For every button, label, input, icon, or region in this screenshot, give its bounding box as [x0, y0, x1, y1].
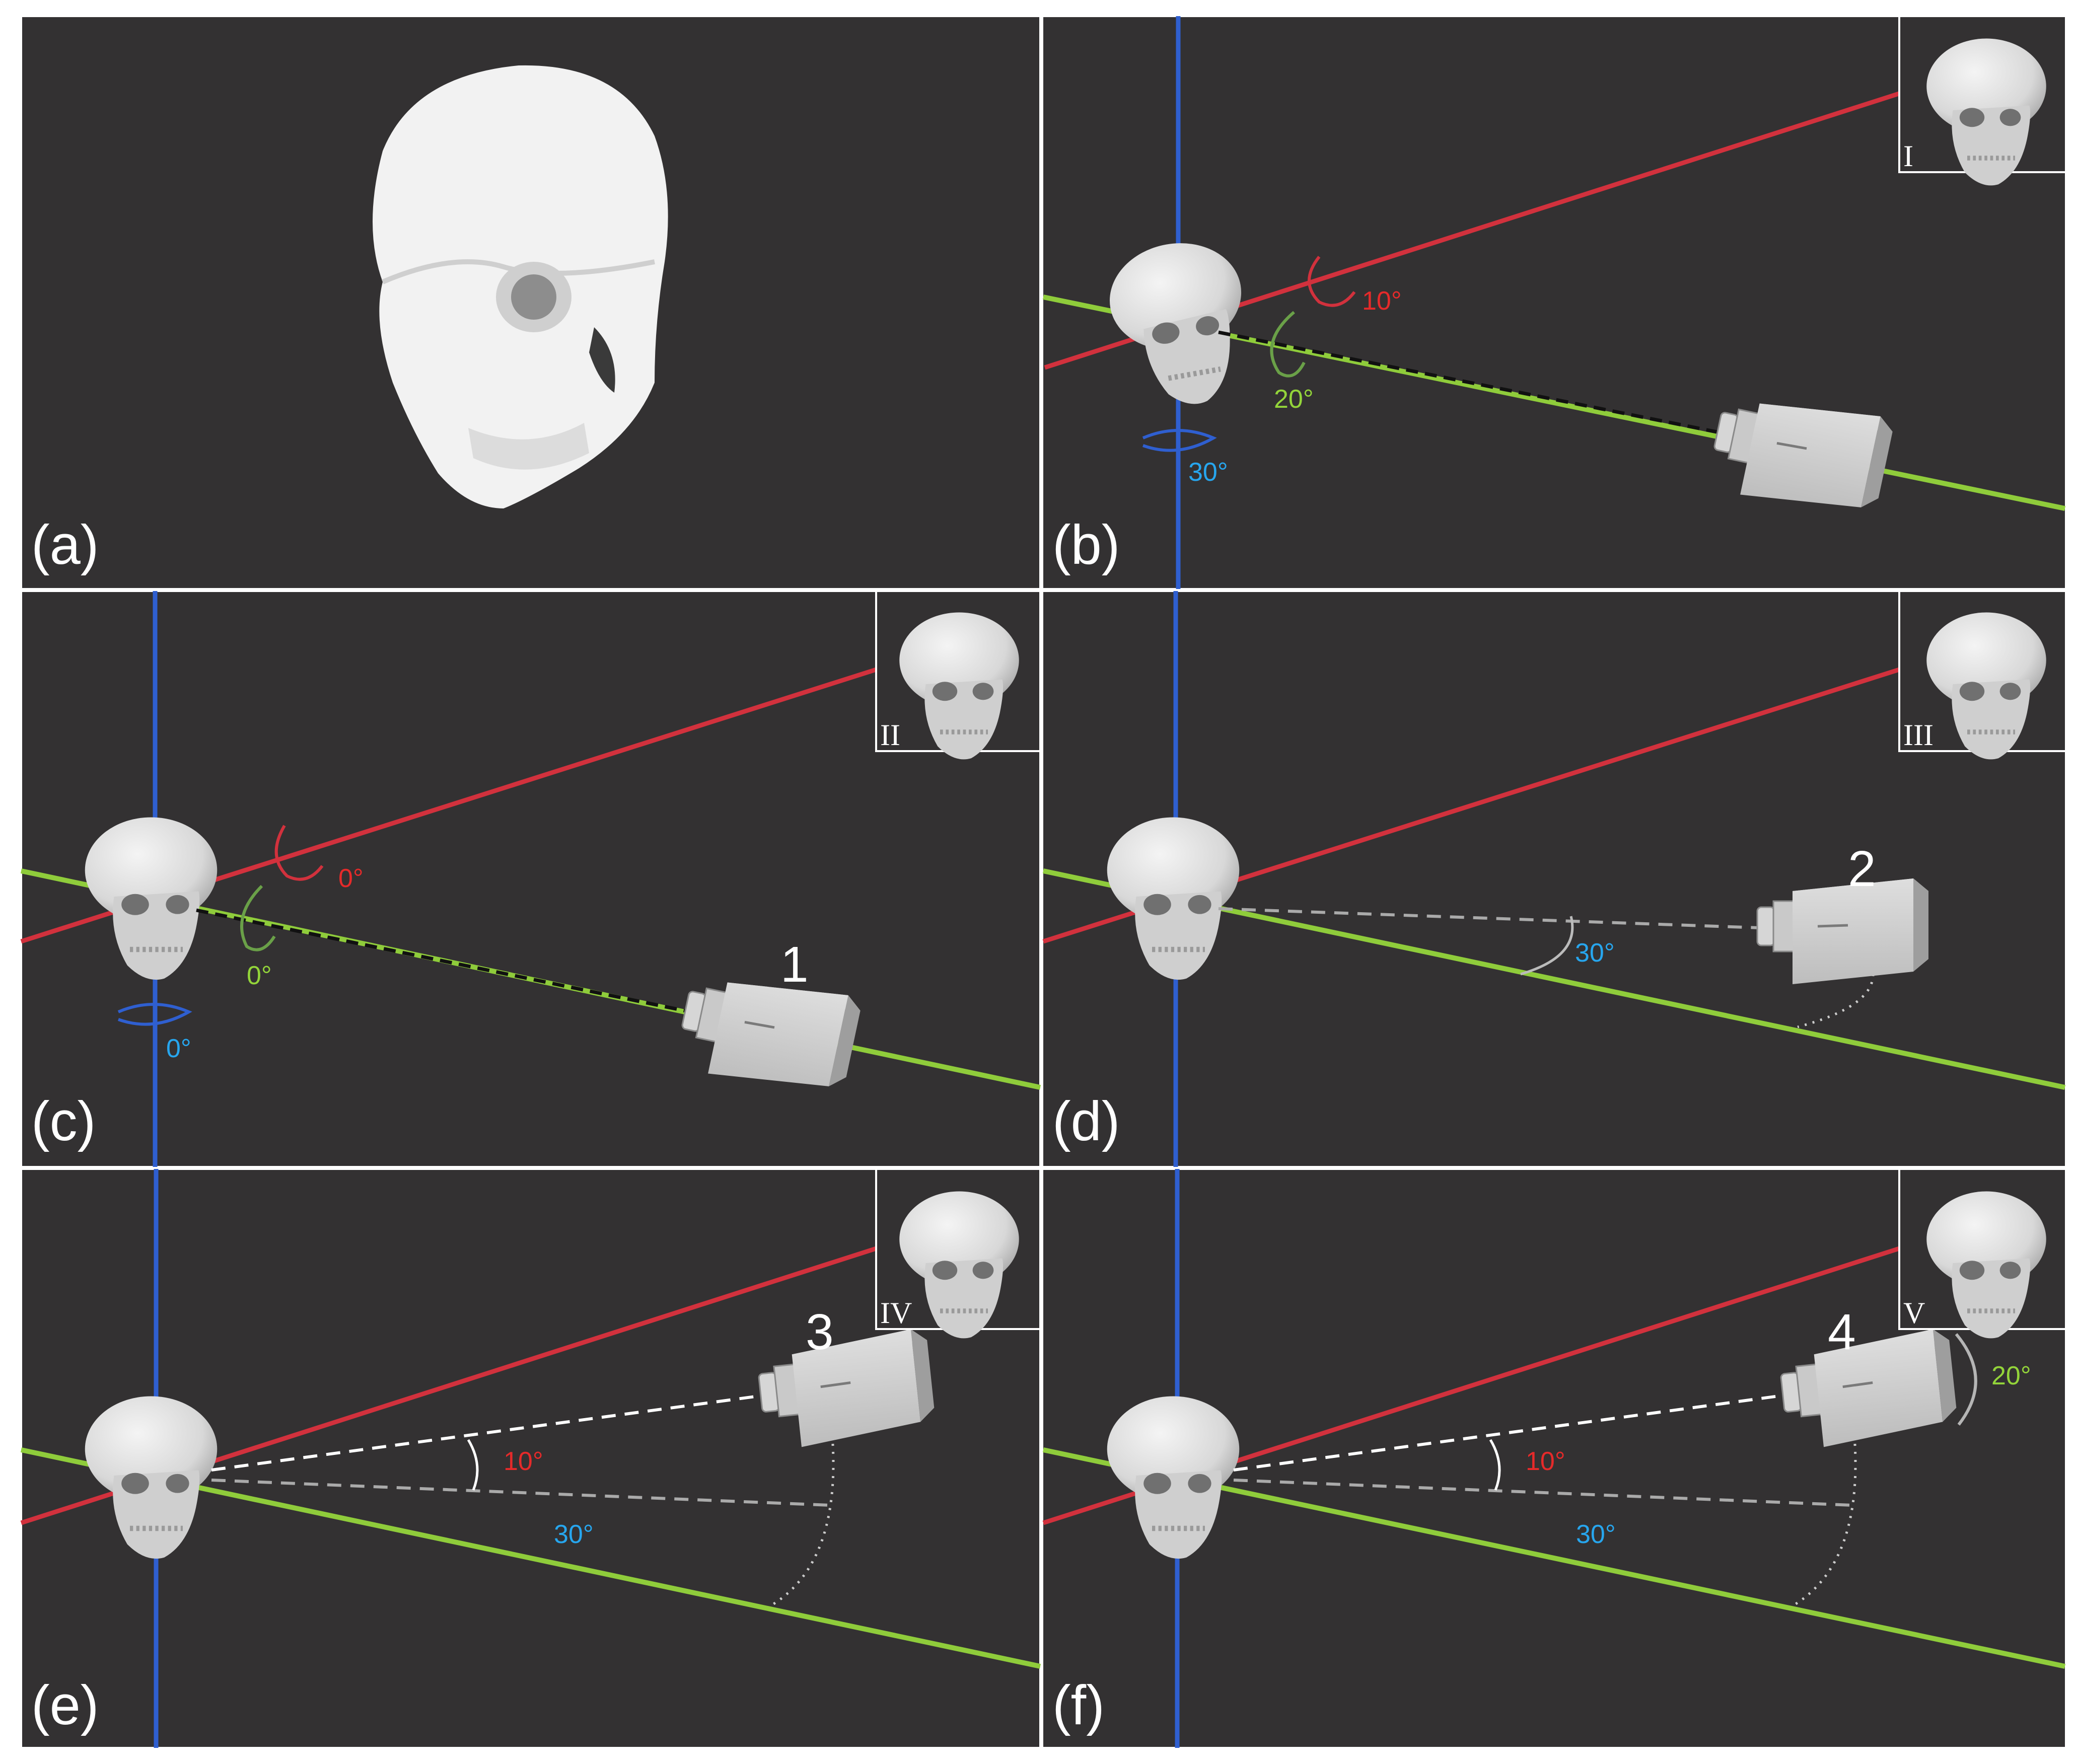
azimuth-arc: [1520, 916, 1574, 976]
camera-number: 1: [780, 936, 809, 993]
x-angle-label: 10°: [1526, 1447, 1565, 1476]
elevation-arc: [467, 1439, 479, 1491]
inset-label: II: [880, 718, 900, 752]
x-rotation-arrow: [274, 825, 324, 881]
z-angle-label: 0°: [166, 1034, 191, 1063]
inset-view: V: [1898, 1168, 2067, 1338]
x-angle-label: 0°: [338, 864, 364, 893]
view-ray: [196, 908, 715, 1019]
elevation-arc: [1489, 1439, 1501, 1491]
x-angle-label: 10°: [504, 1447, 543, 1476]
z-rotation-arrow: [1142, 429, 1217, 452]
ground-ray: [1233, 1479, 1853, 1507]
z-angle-label: 30°: [1188, 458, 1228, 487]
panel-f: 10° 30° 20° 4 V (f): [1041, 1168, 2067, 1749]
z-rotation-arrow: [117, 1003, 192, 1026]
view-ray: [1218, 907, 1788, 930]
x-rotation-arrow: [1308, 256, 1356, 307]
inset-label: IV: [880, 1296, 912, 1330]
y-angle-label: 0°: [247, 961, 272, 990]
view-ray: [1233, 1393, 1791, 1472]
inset-view: IV: [875, 1168, 1041, 1338]
inset-view: I: [1898, 15, 2067, 185]
panel-label: (f): [1052, 1674, 1105, 1736]
skull-render-large: [373, 65, 668, 509]
roll-rotation-arrow: [1955, 1333, 1977, 1426]
inset-view: II: [875, 590, 1041, 759]
camera-number: 3: [806, 1304, 834, 1360]
panel-label: (d): [1052, 1090, 1120, 1152]
panel-b: 10° 20° 30° I (b): [1041, 15, 2067, 590]
view-ray: [1218, 330, 1748, 440]
z-angle-label: 30°: [1576, 1520, 1616, 1549]
inset-view: III: [1898, 590, 2067, 759]
x-angle-label: 10°: [1362, 286, 1402, 316]
y-rotation-arrow: [1270, 311, 1306, 378]
panel-label: (e): [31, 1674, 99, 1736]
panel-label: (b): [1052, 514, 1120, 576]
panel-a: (a): [20, 15, 1041, 590]
panel-label: (c): [31, 1090, 96, 1152]
z-angle-label: 30°: [1575, 938, 1615, 968]
camera-number: 2: [1848, 841, 1876, 897]
y-angle-label: 20°: [1991, 1361, 2031, 1390]
inset-label: V: [1903, 1296, 1925, 1330]
inset-label: III: [1903, 718, 1934, 752]
ground-ray: [211, 1479, 831, 1507]
panel-e: 10° 30° 3 IV (e): [20, 1168, 1041, 1749]
panel-label: (a): [31, 514, 99, 576]
y-angle-label: 20°: [1274, 385, 1314, 414]
inset-label: I: [1903, 139, 1913, 173]
camera-number: 4: [1828, 1304, 1856, 1360]
panel-d: 30° 2 III (d): [1041, 590, 2067, 1168]
panel-c: 0° 0° 0° 1 II (c): [20, 590, 1041, 1168]
z-angle-label: 30°: [554, 1520, 594, 1549]
y-rotation-arrow: [240, 885, 276, 951]
view-ray: [211, 1393, 771, 1472]
